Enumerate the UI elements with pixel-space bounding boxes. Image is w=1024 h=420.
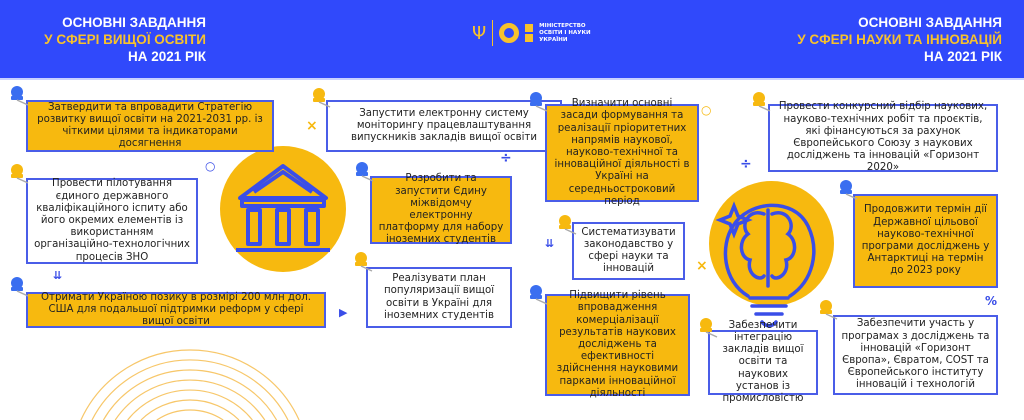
divide-icon: ÷ — [500, 150, 512, 166]
percent-icon: % — [985, 294, 998, 308]
pushpin-icon — [819, 299, 838, 320]
task-text: Реалізувати план популяризації вищої осв… — [383, 273, 495, 321]
task-card: Продовжити термін дії Державної цільової… — [853, 194, 998, 288]
pushpin-icon — [354, 251, 373, 272]
task-card: Визначити основні засади формування та р… — [545, 98, 699, 207]
task-card: Отримати Україною позику в розмірі 200 м… — [26, 292, 326, 328]
task-card: Забезпечити інтеграцію закладів вищої ос… — [708, 320, 818, 404]
title-line: НА 2021 РІК — [923, 49, 1002, 64]
task-text: Систематизувати законодавство у сфері на… — [581, 226, 676, 275]
task-text: Провести конкурсний відбір наукових, нау… — [778, 101, 988, 174]
task-text: Продовжити термін дії Державної цільової… — [861, 204, 990, 277]
header-banner: ОСНОВНІ ЗАВДАННЯ У СФЕРІ ВИЩОЇ ОСВІТИ НА… — [0, 0, 1024, 80]
divide-icon: ÷ — [740, 156, 752, 172]
left-title: ОСНОВНІ ЗАВДАННЯ У СФЕРІ ВИЩОЇ ОСВІТИ НА… — [44, 14, 206, 65]
task-card: Забезпечити участь у програмах з дослідж… — [833, 315, 998, 395]
title-line: ОСНОВНІ ЗАВДАННЯ — [858, 15, 1002, 30]
task-card: Реалізувати план популяризації вищої осв… — [366, 267, 512, 328]
task-text: Отримати Україною позику в розмірі 200 м… — [41, 291, 311, 328]
lightbulb-brain-icon — [715, 201, 816, 328]
pushpin-icon — [10, 163, 29, 184]
circle-icon: ○ — [701, 103, 712, 117]
pushpin-icon — [10, 85, 29, 106]
task-text: Забезпечити інтеграцію закладів вищої ос… — [722, 319, 804, 405]
pushpin-icon — [839, 179, 858, 200]
pushpin-icon — [355, 161, 374, 182]
logo-divider — [492, 20, 494, 46]
task-card: Затвердити та впровадити Стратегію розви… — [26, 100, 274, 152]
multiply-icon: × — [306, 118, 318, 134]
decorative-arcs — [80, 349, 300, 420]
task-card: Систематизувати законодавство у сфері на… — [572, 222, 685, 280]
pushpin-icon — [529, 91, 548, 112]
logo-line: ОСВІТИ І НАУКИ — [539, 29, 591, 36]
title-line-highlight: У СФЕРІ ВИЩОЇ ОСВІТИ — [44, 32, 206, 47]
right-title: ОСНОВНІ ЗАВДАННЯ У СФЕРІ НАУКИ ТА ІННОВА… — [797, 14, 1002, 65]
task-text: Запустити електронну систему моніторингу… — [350, 107, 537, 144]
task-text: Затвердити та впровадити Стратегію розви… — [37, 101, 263, 150]
circle-icon: ○ — [205, 159, 216, 173]
pushpin-icon — [529, 284, 548, 305]
logo-text: МІНІСТЕРСТВО ОСВІТИ І НАУКИ УКРАЇНИ — [539, 23, 590, 44]
task-text: Визначити основні засади формування та р… — [554, 98, 690, 207]
pushpin-icon — [10, 276, 29, 297]
title-line: ОСНОВНІ ЗАВДАННЯ — [62, 15, 206, 30]
task-text: Забезпечити участь у програмах з дослідж… — [841, 318, 990, 391]
task-text: Розробити та запустити Єдину міжвідомчу … — [378, 173, 504, 246]
logo-ring-icon — [499, 23, 520, 43]
logo-squares-icon — [525, 24, 534, 42]
arrow-down-icon: ⇊ — [53, 269, 63, 282]
title-line: НА 2021 РІК — [127, 49, 206, 64]
task-card: Запустити електронну систему моніторингу… — [326, 100, 562, 152]
university-building-icon — [236, 164, 330, 252]
triangle-right-icon: ▶ — [339, 306, 348, 319]
title-line-highlight: У СФЕРІ НАУКИ ТА ІННОВАЦІЙ — [797, 32, 1002, 47]
task-card: Провести пілотування єдиного державного … — [26, 178, 198, 264]
pushpin-icon — [312, 87, 331, 108]
pushpin-icon — [699, 317, 718, 338]
logo-line: МІНІСТЕРСТВО — [539, 22, 586, 29]
task-card: Провести конкурсний відбір наукових, нау… — [768, 101, 998, 174]
pushpin-icon — [558, 214, 577, 235]
trident-icon: Ψ — [472, 22, 487, 44]
task-card: Розробити та запустити Єдину міжвідомчу … — [370, 173, 512, 246]
task-text: Провести пілотування єдиного державного … — [34, 178, 190, 263]
ministry-logo: Ψ МІНІСТЕРСТВО ОСВІТИ І НАУКИ УКРАЇНИ — [472, 20, 591, 46]
pushpin-icon — [752, 91, 771, 112]
task-text: Підвищити рівень впровадження комерціалі… — [556, 290, 679, 399]
task-card: Підвищити рівень впровадження комерціалі… — [545, 290, 690, 399]
multiply-icon: × — [696, 258, 708, 274]
arrow-down-icon: ⇊ — [545, 237, 555, 250]
logo-line: УКРАЇНИ — [539, 36, 568, 43]
